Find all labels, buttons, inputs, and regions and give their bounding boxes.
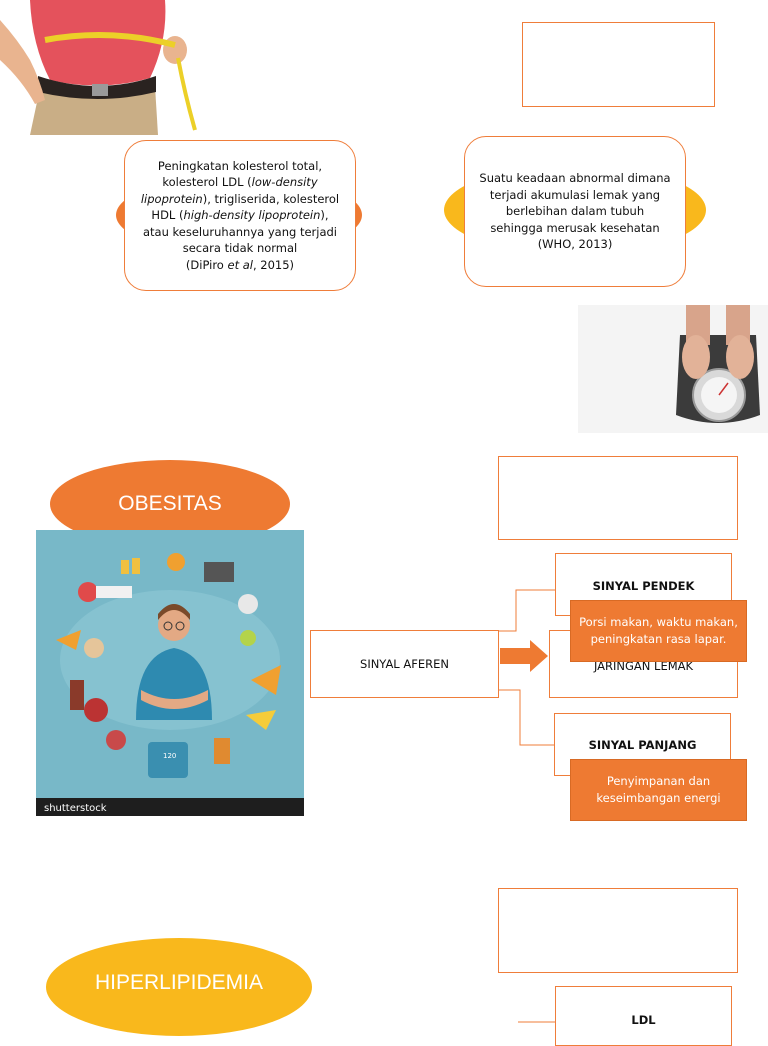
ldl-label: LDL <box>631 1013 656 1027</box>
obesitas-definition-text: Suatu keadaan abnormal dimana terjadi ak… <box>479 171 671 252</box>
penyimpanan-text: Penyimpanan dan keseimbangan energi <box>596 774 721 805</box>
hiperlipidemia-label: HIPERLIPIDEMIA <box>94 971 264 994</box>
ldl-box: LDL <box>555 986 732 1046</box>
penyimpanan-box: Penyimpanan dan keseimbangan energi <box>570 759 747 821</box>
obesity-illustration: 120 shutterstock <box>36 530 304 816</box>
sinyal-pendek-label: SINYAL PENDEK <box>592 579 695 593</box>
hiperlipidemia-definition-text: Peningkatan kolesterol total, kolesterol… <box>140 158 340 272</box>
obesitas-label: OBESITAS <box>118 492 222 515</box>
sinyal-panjang-label: SINYAL PANJANG <box>588 738 697 752</box>
empty-box-top <box>522 22 715 107</box>
sinyal-aferen-box: SINYAL AFEREN <box>310 630 499 698</box>
waist-measure-photo <box>0 0 200 135</box>
sinyal-aferen-label: SINYAL AFEREN <box>360 657 449 671</box>
porsi-makan-box: Porsi makan, waktu makan, peningkatan ra… <box>570 600 747 662</box>
obesitas-definition-box: Suatu keadaan abnormal dimana terjadi ak… <box>464 136 686 287</box>
jaringan-lemak-label: JARINGAN LEMAK <box>593 659 694 673</box>
porsi-makan-text: Porsi makan, waktu makan, peningkatan ra… <box>579 615 738 646</box>
empty-box-bottom <box>498 888 738 973</box>
shutterstock-brand: shutterstock <box>44 803 107 814</box>
hiperlipidemia-definition-box: Peningkatan kolesterol total, kolesterol… <box>124 140 356 291</box>
scale-feet-photo <box>578 305 768 433</box>
scale-reading: 120 <box>163 752 176 760</box>
flow-connectors <box>498 586 562 1024</box>
empty-box-middle <box>498 456 738 540</box>
hiperlipidemia-ellipse: HIPERLIPIDEMIA <box>46 938 312 1036</box>
